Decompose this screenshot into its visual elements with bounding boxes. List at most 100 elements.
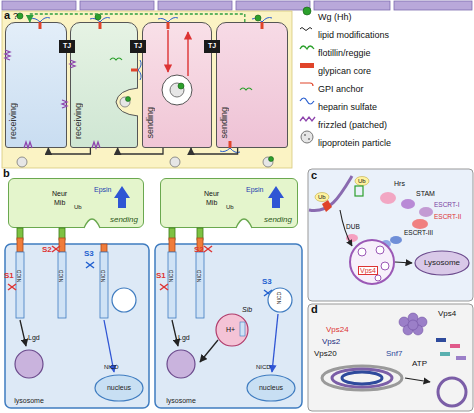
figure-label: ESCRT-III [404, 230, 433, 237]
figure-label: d [311, 304, 318, 315]
figure-label: S1 [4, 272, 14, 280]
illustration-part [59, 228, 65, 240]
illustration-part [52, 246, 60, 252]
figure-label: NICD [59, 270, 64, 282]
figure-label: NICD [104, 364, 119, 370]
multivesicular-body [350, 240, 394, 284]
legend-entry: GPI anchor [318, 78, 364, 96]
illustration-part [264, 290, 272, 296]
transport-arrow [30, 14, 245, 22]
receiving-cell-right [155, 244, 302, 408]
illustration-part [17, 157, 27, 167]
panel-d-frame [308, 304, 473, 411]
figure-label: S2 [42, 246, 52, 254]
node-label: receiving [9, 103, 18, 139]
nucleus: nucleus [94, 374, 144, 402]
figure-label: NICD [169, 270, 174, 282]
illustration-part [301, 131, 313, 143]
tight-junction: TJ [130, 40, 146, 53]
node-label: TJ [130, 42, 146, 49]
transport-arrow [191, 148, 238, 154]
figure-label: Ub [358, 178, 366, 184]
illustration-part [16, 252, 24, 318]
node-label: receiving [74, 103, 83, 139]
illustration-part [59, 238, 65, 252]
illustration-part [300, 63, 314, 68]
illustration-part [436, 338, 446, 342]
illustration-part [20, 320, 26, 346]
illustration-part [17, 238, 23, 252]
scissors [8, 246, 272, 296]
illustration-part [272, 314, 278, 372]
nucleus: nucleus [246, 374, 296, 402]
legend-entry: frizzled (patched) [318, 114, 387, 132]
figure-label: Lgd [28, 334, 40, 341]
figure-label: NICD [101, 270, 106, 282]
illustration-part [247, 375, 295, 401]
figure-label: NICD [277, 292, 282, 304]
disassembly-arrow [405, 378, 430, 382]
node-label: lysosome [4, 397, 54, 404]
legend-entry: Wg (Hh) [318, 6, 352, 24]
illustration-part [100, 252, 108, 318]
illustration-part [450, 344, 460, 348]
illustration-part [401, 199, 415, 209]
illustration-part [169, 238, 175, 252]
figure-label: NICD [256, 364, 271, 370]
illustration-part [200, 340, 218, 362]
node-label: lysosome [156, 397, 206, 404]
figure-label: Vps24 [326, 326, 349, 334]
figure-label: Neur [52, 190, 67, 197]
figure-label: c [311, 170, 317, 181]
transport-arrow [118, 148, 163, 154]
legend-entry: lipid modifications [318, 24, 389, 42]
figure-label: ESCRT-II [434, 214, 461, 221]
illustration-part [322, 366, 402, 390]
illustration-part [417, 317, 427, 327]
illustration-part [160, 284, 168, 290]
figure-label: ATP [412, 360, 427, 368]
figure-label: H+ [226, 326, 235, 333]
figure-label: S2 [194, 246, 204, 254]
endosome [268, 288, 292, 312]
sending-cell: sending [142, 22, 212, 148]
illustration-part [8, 284, 16, 290]
illustration-part [95, 14, 101, 20]
illustration-part [381, 240, 391, 248]
apical-band [2, 1, 472, 10]
figure-label: DUB [346, 224, 360, 231]
legend-text: glypican core [318, 66, 371, 76]
node-label: sending [264, 216, 292, 224]
illustration-part [196, 252, 204, 318]
node-label: sending [220, 107, 229, 139]
figure-label: S3 [84, 250, 94, 258]
tight-junction: TJ [204, 40, 220, 53]
released-subunits [436, 338, 466, 360]
figure-label: Mib [206, 199, 217, 206]
notch-fragment [240, 322, 245, 336]
plasma-membrane [309, 176, 352, 211]
legend-entry: flotillin/reggie [318, 42, 371, 60]
figure-label: Epsin [94, 186, 112, 193]
illustration-part [300, 83, 313, 86]
escrt-iii-spiral [322, 366, 402, 390]
node-label: sending [146, 107, 155, 139]
illustration-part [380, 192, 396, 204]
endosome [112, 288, 136, 312]
illustration-part [172, 320, 178, 346]
figure-label: Vps20 [314, 350, 337, 358]
node-label: TJ [59, 42, 75, 49]
extracellular-space [2, 11, 292, 168]
figure-label: ESCRT-I [434, 202, 460, 209]
legend-text: frizzled (patched) [318, 120, 387, 130]
legend-entry: heparin sulfate [318, 96, 377, 114]
illustration-part [415, 251, 469, 275]
legend-entry: lipoprotein particle [318, 132, 391, 150]
illustration-part [255, 15, 261, 21]
illustration-part [408, 313, 418, 323]
illustration-part [17, 228, 23, 240]
illustration-part [86, 262, 94, 268]
node-label: sending [110, 216, 138, 224]
illustration-part [197, 228, 203, 240]
